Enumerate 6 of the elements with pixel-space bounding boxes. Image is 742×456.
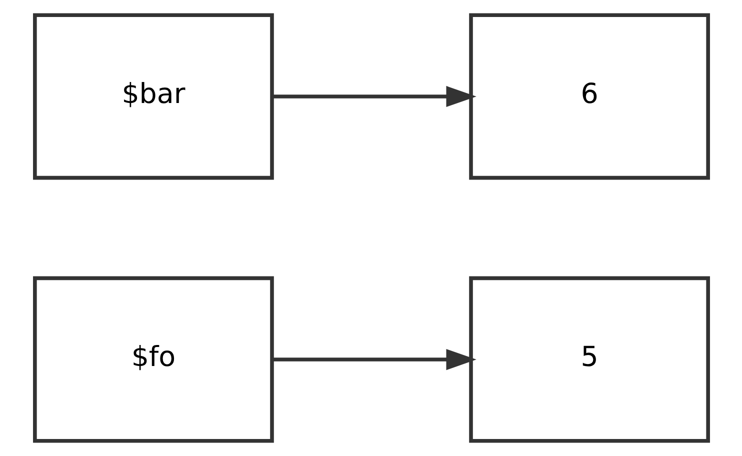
arrow	[272, 86, 476, 108]
node-box: 5	[468, 276, 710, 443]
node-box: $fo	[32, 276, 274, 443]
arrow	[272, 348, 476, 370]
node-box: 6	[468, 13, 710, 180]
node-box: $bar	[32, 13, 274, 180]
